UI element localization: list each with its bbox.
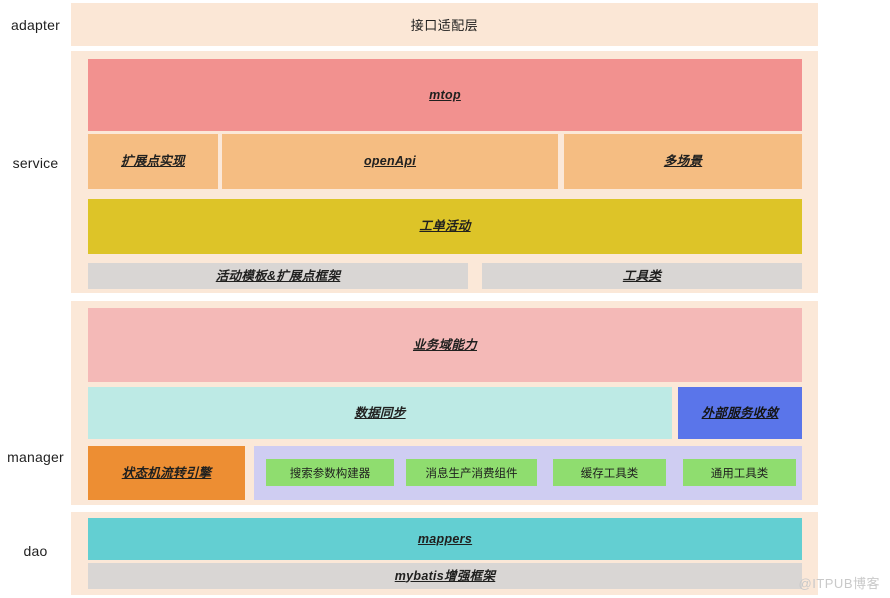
component-search-param-builder[interactable]: 搜索参数构建器	[266, 459, 394, 486]
component-state-machine[interactable]: 状态机流转引擎	[88, 446, 245, 500]
adapter-layer-caption: 接口适配层	[410, 18, 479, 33]
layer-band-adapter	[71, 3, 818, 46]
component-mtop[interactable]: mtop	[88, 59, 802, 131]
component-multi-scene-label: 多场景	[663, 154, 703, 168]
component-message-produce-consume[interactable]: 消息生产消费组件	[406, 459, 537, 486]
component-extension-point-label: 扩展点实现	[120, 154, 185, 168]
component-tool-classes-label: 工具类	[622, 268, 662, 283]
component-multi-scene[interactable]: 多场景	[564, 134, 802, 189]
layer-label-manager: manager	[7, 449, 64, 465]
layer-label-dao: dao	[23, 543, 48, 559]
component-message-produce-consume-label: 消息生产消费组件	[425, 467, 518, 480]
component-openapi[interactable]: openApi	[222, 134, 558, 189]
component-business-domain-label: 业务域能力	[412, 337, 477, 352]
watermark: @ITPUB博客	[798, 576, 880, 591]
component-external-service[interactable]: 外部服务收敛	[678, 387, 802, 439]
component-mybatis-framework[interactable]: mybatis增强框架	[88, 563, 802, 589]
component-cache-tools[interactable]: 缓存工具类	[553, 459, 666, 486]
component-work-order-label: 工单活动	[419, 219, 471, 233]
component-mtop-label: mtop	[429, 87, 461, 102]
component-data-sync-label: 数据同步	[354, 405, 406, 420]
component-common-tools-label: 通用工具类	[710, 467, 769, 480]
component-mappers-label: mappers	[417, 531, 473, 546]
component-external-service-label: 外部服务收敛	[701, 405, 779, 420]
layer-label-adapter: adapter	[11, 17, 60, 33]
component-cache-tools-label: 缓存工具类	[580, 467, 639, 480]
component-openapi-label: openApi	[363, 154, 417, 168]
component-template-framework-label: 活动模板&扩展点框架	[215, 268, 341, 283]
component-data-sync[interactable]: 数据同步	[88, 387, 672, 439]
component-state-machine-label: 状态机流转引擎	[121, 465, 212, 480]
layer-label-service: service	[12, 155, 59, 171]
component-mybatis-framework-label: mybatis增强框架	[394, 568, 496, 583]
component-business-domain[interactable]: 业务域能力	[88, 308, 802, 382]
component-extension-point[interactable]: 扩展点实现	[88, 134, 218, 189]
component-search-param-builder-label: 搜索参数构建器	[289, 467, 371, 480]
component-work-order[interactable]: 工单活动	[88, 199, 802, 254]
component-template-framework[interactable]: 活动模板&扩展点框架	[88, 263, 468, 289]
component-common-tools[interactable]: 通用工具类	[683, 459, 796, 486]
component-tool-classes[interactable]: 工具类	[482, 263, 802, 289]
component-mappers[interactable]: mappers	[88, 518, 802, 560]
